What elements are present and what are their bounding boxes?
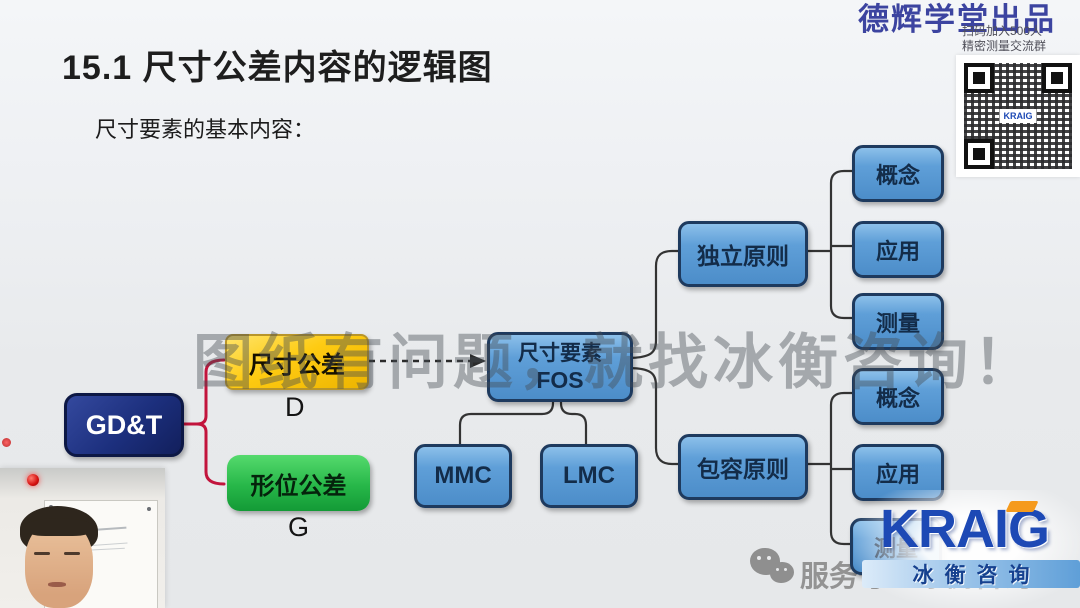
node-fos: 尺寸要素 FOS (487, 332, 633, 402)
fos-to-lmc-connector (559, 396, 588, 444)
envelope-children-connector (803, 391, 853, 546)
arrowhead-icon (470, 354, 486, 368)
logo-glow (854, 490, 1080, 608)
tag-d: D (285, 392, 305, 422)
node-independence-measurement: 测量 (852, 293, 944, 350)
fos-to-independence-connector (626, 249, 679, 360)
qr-caption: 扫码加入500人 精密测量交流群 (962, 24, 1046, 54)
laser-pointer-dot (2, 438, 11, 447)
brace-connector (179, 358, 226, 486)
node-geometric-tolerance: 形位公差 (227, 455, 370, 511)
presenter-webcam (0, 468, 165, 608)
page-title: 15.1 尺寸公差内容的逻辑图 (62, 49, 493, 87)
node-independence-application: 应用 (852, 221, 944, 278)
qr-caption-line1: 扫码加入500人 (962, 24, 1043, 38)
node-independence-principle: 独立原则 (678, 221, 808, 287)
node-mmc: MMC (414, 444, 512, 508)
logo-orange-accent (1005, 501, 1039, 512)
kraig-logo: KRAIG 冰衡咨询 (854, 490, 1080, 608)
node-dimension-tolerance: 尺寸公差 (225, 334, 369, 390)
page-subtitle: 尺寸要素的基本内容： (95, 117, 316, 142)
fos-to-envelope-connector (626, 366, 679, 466)
independence-children-connector (803, 169, 853, 320)
recording-light-icon (27, 474, 39, 486)
qr-finder-icon (964, 139, 994, 169)
avatar-eye (34, 552, 50, 555)
fos-to-mmc-connector (458, 396, 555, 444)
avatar-eye (64, 552, 80, 555)
board-pin (147, 507, 151, 511)
node-independence-concept: 概念 (852, 145, 944, 202)
node-lmc: LMC (540, 444, 638, 508)
qr-finder-icon (964, 63, 994, 93)
fos-label-en: FOS (536, 367, 584, 393)
qr-code: KRAIG (956, 55, 1080, 177)
avatar-hairline (25, 518, 93, 536)
wechat-icon (750, 548, 798, 592)
avatar-mouth (48, 582, 66, 587)
qr-finder-icon (1042, 63, 1072, 93)
fos-label-cn: 尺寸要素 (518, 342, 602, 365)
qr-caption-line2: 精密测量交流群 (962, 39, 1047, 53)
node-envelope-concept: 概念 (852, 368, 944, 425)
watermark-text: 图纸有问题，就找冰衡咨询！ (193, 329, 1038, 396)
brand-title: 德辉学堂出品 (858, 2, 1056, 37)
node-gdt: GD&T (64, 393, 184, 457)
wechat-bubble-small (770, 562, 794, 583)
logo-subtext: 冰衡咨询 (862, 560, 1080, 588)
tag-g: G (288, 512, 310, 542)
qr-center-logo: KRAIG (999, 109, 1037, 123)
node-envelope-principle: 包容原则 (678, 434, 808, 500)
presenter-avatar (8, 506, 98, 608)
